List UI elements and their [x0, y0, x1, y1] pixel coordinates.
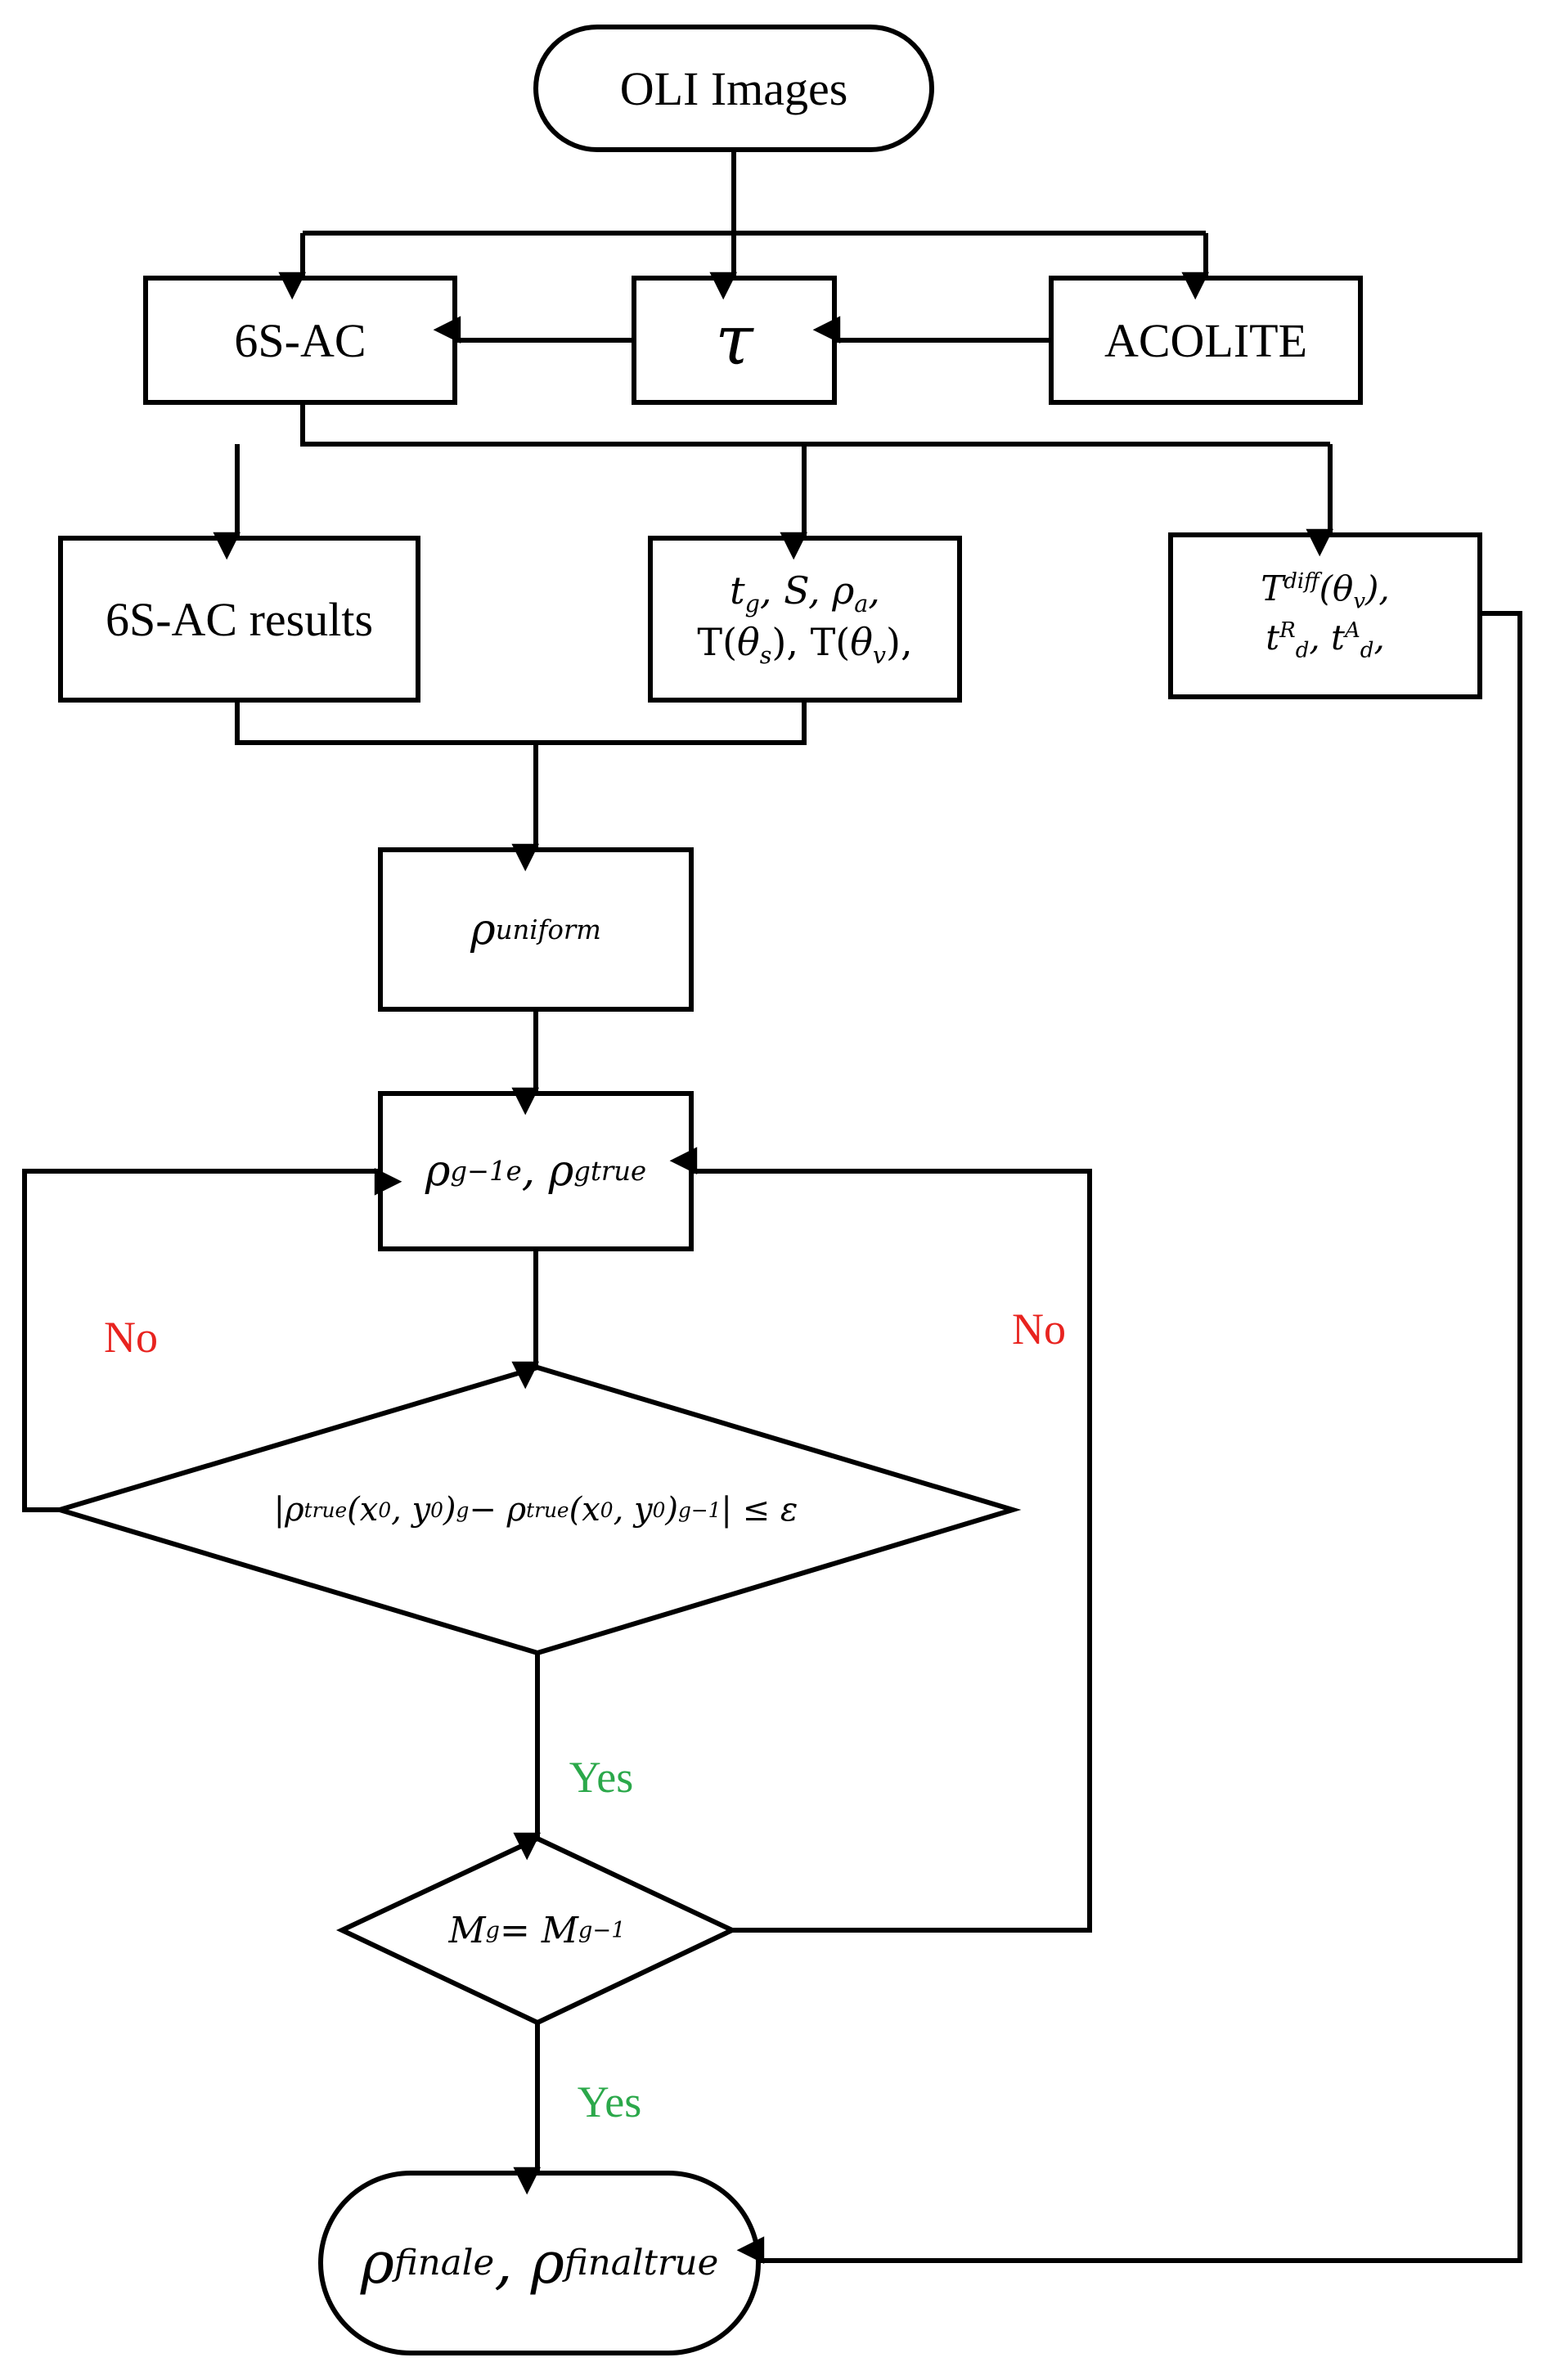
- tdiff-line-2: tRd, tAd,: [1266, 617, 1385, 663]
- yes-label-1: Yes: [569, 1753, 634, 1802]
- acolite-label: ACOLITE: [1104, 313, 1308, 367]
- edge-model-no-loop: [669, 1147, 1092, 1933]
- tdiff-line-1: Tdiff(θv),: [1261, 568, 1390, 614]
- params-line-2: T(θs), T(θv),: [697, 620, 913, 670]
- sixs-ac-results-label: 6S-AC results: [105, 592, 374, 646]
- edge-check-no-loop: [22, 1168, 402, 1512]
- no-left-label: No: [104, 1313, 158, 1362]
- transmittance-params-label: tg, S, ρa, T(θs), T(θv),: [650, 538, 960, 700]
- no-right-label: No: [1012, 1305, 1066, 1354]
- oli-images-label: OLI Images: [619, 61, 848, 115]
- diffuse-transmittance-label: Tdiff(θv), tRd, tAd,: [1171, 535, 1480, 697]
- sixs-ac-label: 6S-AC: [234, 313, 366, 367]
- edge-tdiff-to-final: [736, 611, 1522, 2264]
- yes-label-2: Yes: [577, 2077, 642, 2126]
- edge-merge-bar: [235, 700, 807, 745]
- tau-label: τ: [715, 300, 753, 380]
- params-line-1: tg, S, ρa,: [730, 568, 880, 618]
- edge-sixs-distribution-bar: [300, 402, 1330, 447]
